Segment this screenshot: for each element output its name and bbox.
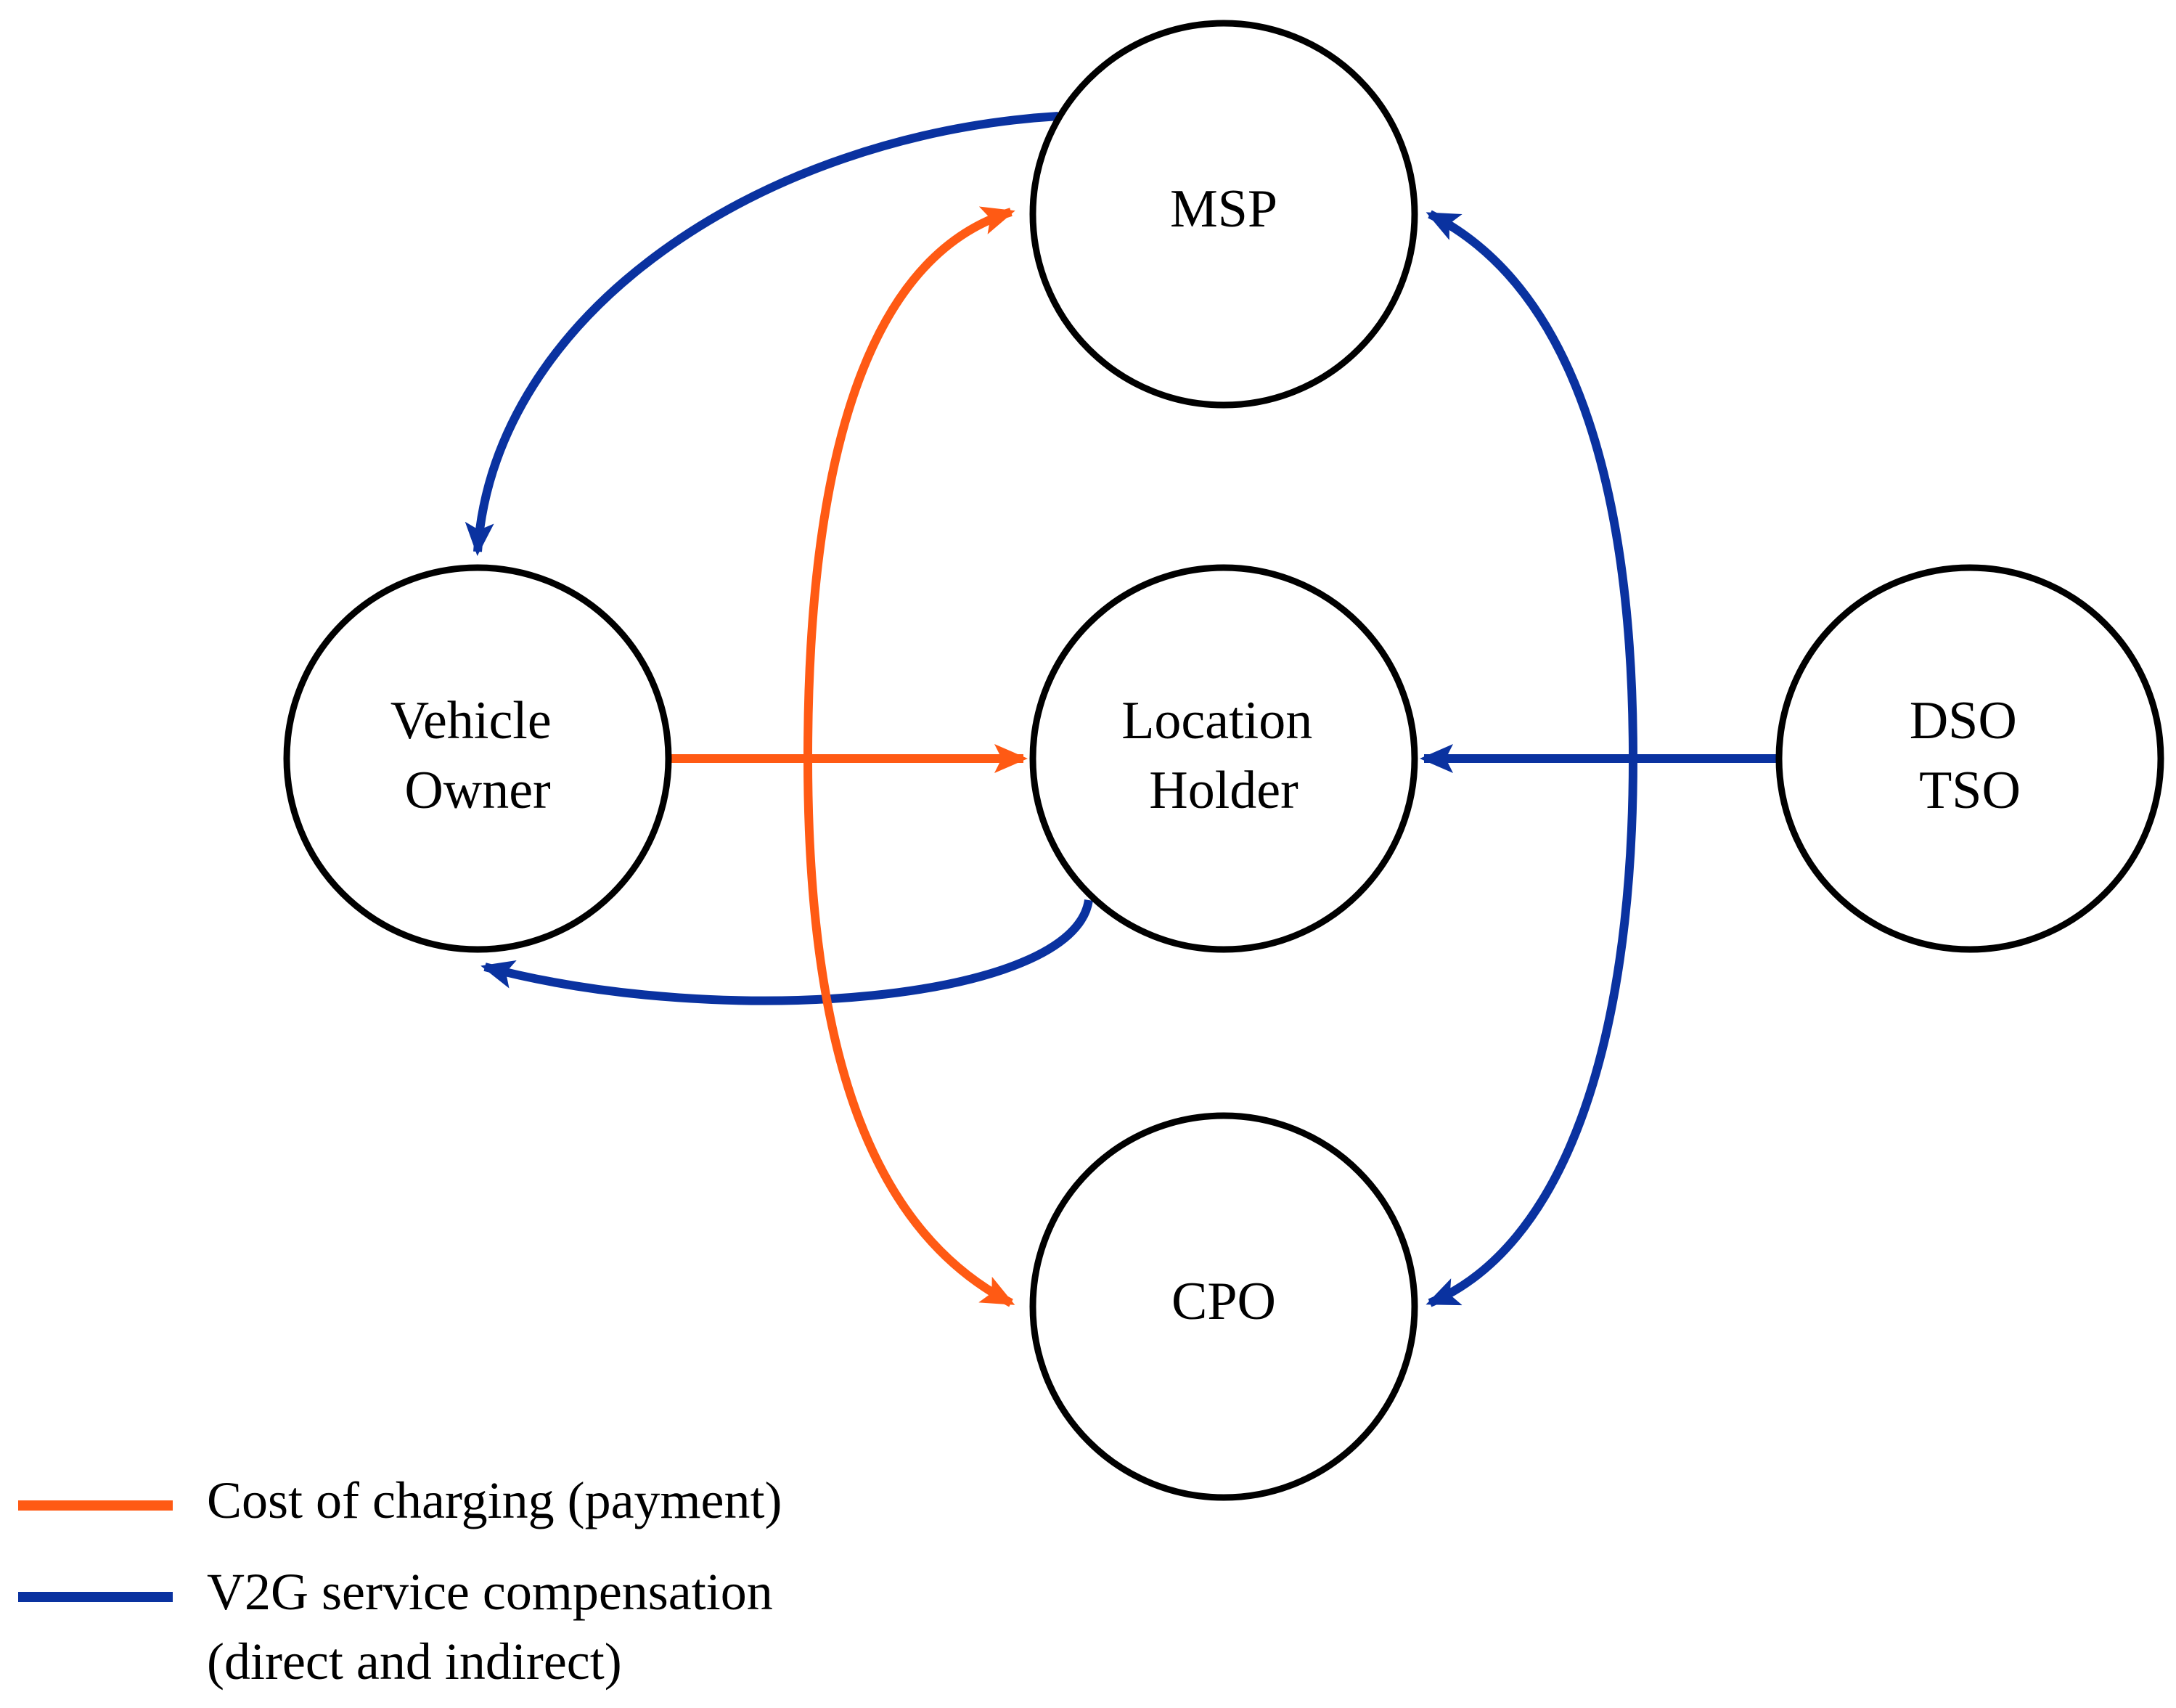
node-msp-circle <box>1029 20 1418 409</box>
legend-label-payment: Cost of charging (payment) <box>207 1471 782 1529</box>
node-cpo: CPO <box>1029 1112 1418 1501</box>
node-msp-label: MSP <box>1170 179 1277 239</box>
edge-compensation-msp-cpo-arc-lower <box>1426 758 1637 1307</box>
node-vehicle-owner-label: Vehicle Owner <box>390 691 565 820</box>
edge-payment-msp-cpo-arc <box>803 206 1015 759</box>
node-dso-tso-label: DSO TSO <box>1910 691 2031 820</box>
edge-compensation-msp-cpo-arc <box>1426 210 1637 759</box>
node-location-holder-circle <box>1029 564 1418 953</box>
node-cpo-circle <box>1029 1112 1418 1501</box>
node-dso-tso: DSO TSO <box>1775 564 2164 953</box>
node-vehicle-owner-circle <box>283 564 672 953</box>
edge-payment-msp-cpo-arc-lower <box>803 758 1015 1307</box>
node-location-holder: Location Holder <box>1029 564 1418 953</box>
node-location-holder-label: Location Holder <box>1121 691 1326 820</box>
edges-layer <box>465 112 1778 1307</box>
node-vehicle-owner: Vehicle Owner <box>283 564 672 953</box>
node-msp: MSP <box>1029 20 1418 409</box>
legend: Cost of charging (payment) V2G service c… <box>18 1471 786 1691</box>
legend-label-compensation: V2G service compensation (direct and ind… <box>207 1563 786 1691</box>
node-cpo-label: CPO <box>1171 1272 1276 1331</box>
edge-location-holder-to-vehicle-owner <box>480 899 1093 1005</box>
edge-msp-to-vehicle-owner <box>465 112 1059 556</box>
node-dso-tso-circle <box>1775 564 2164 953</box>
